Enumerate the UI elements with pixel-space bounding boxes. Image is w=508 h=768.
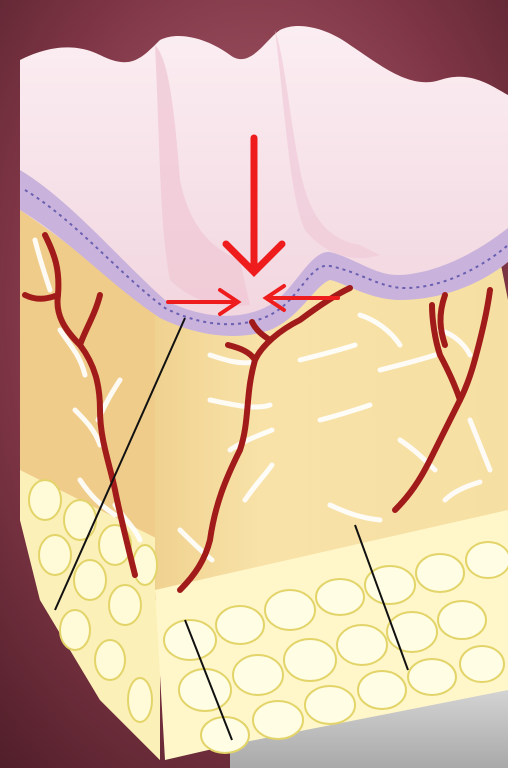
illustration-stage — [0, 0, 508, 768]
skin-cross-section-illustration — [0, 0, 508, 768]
